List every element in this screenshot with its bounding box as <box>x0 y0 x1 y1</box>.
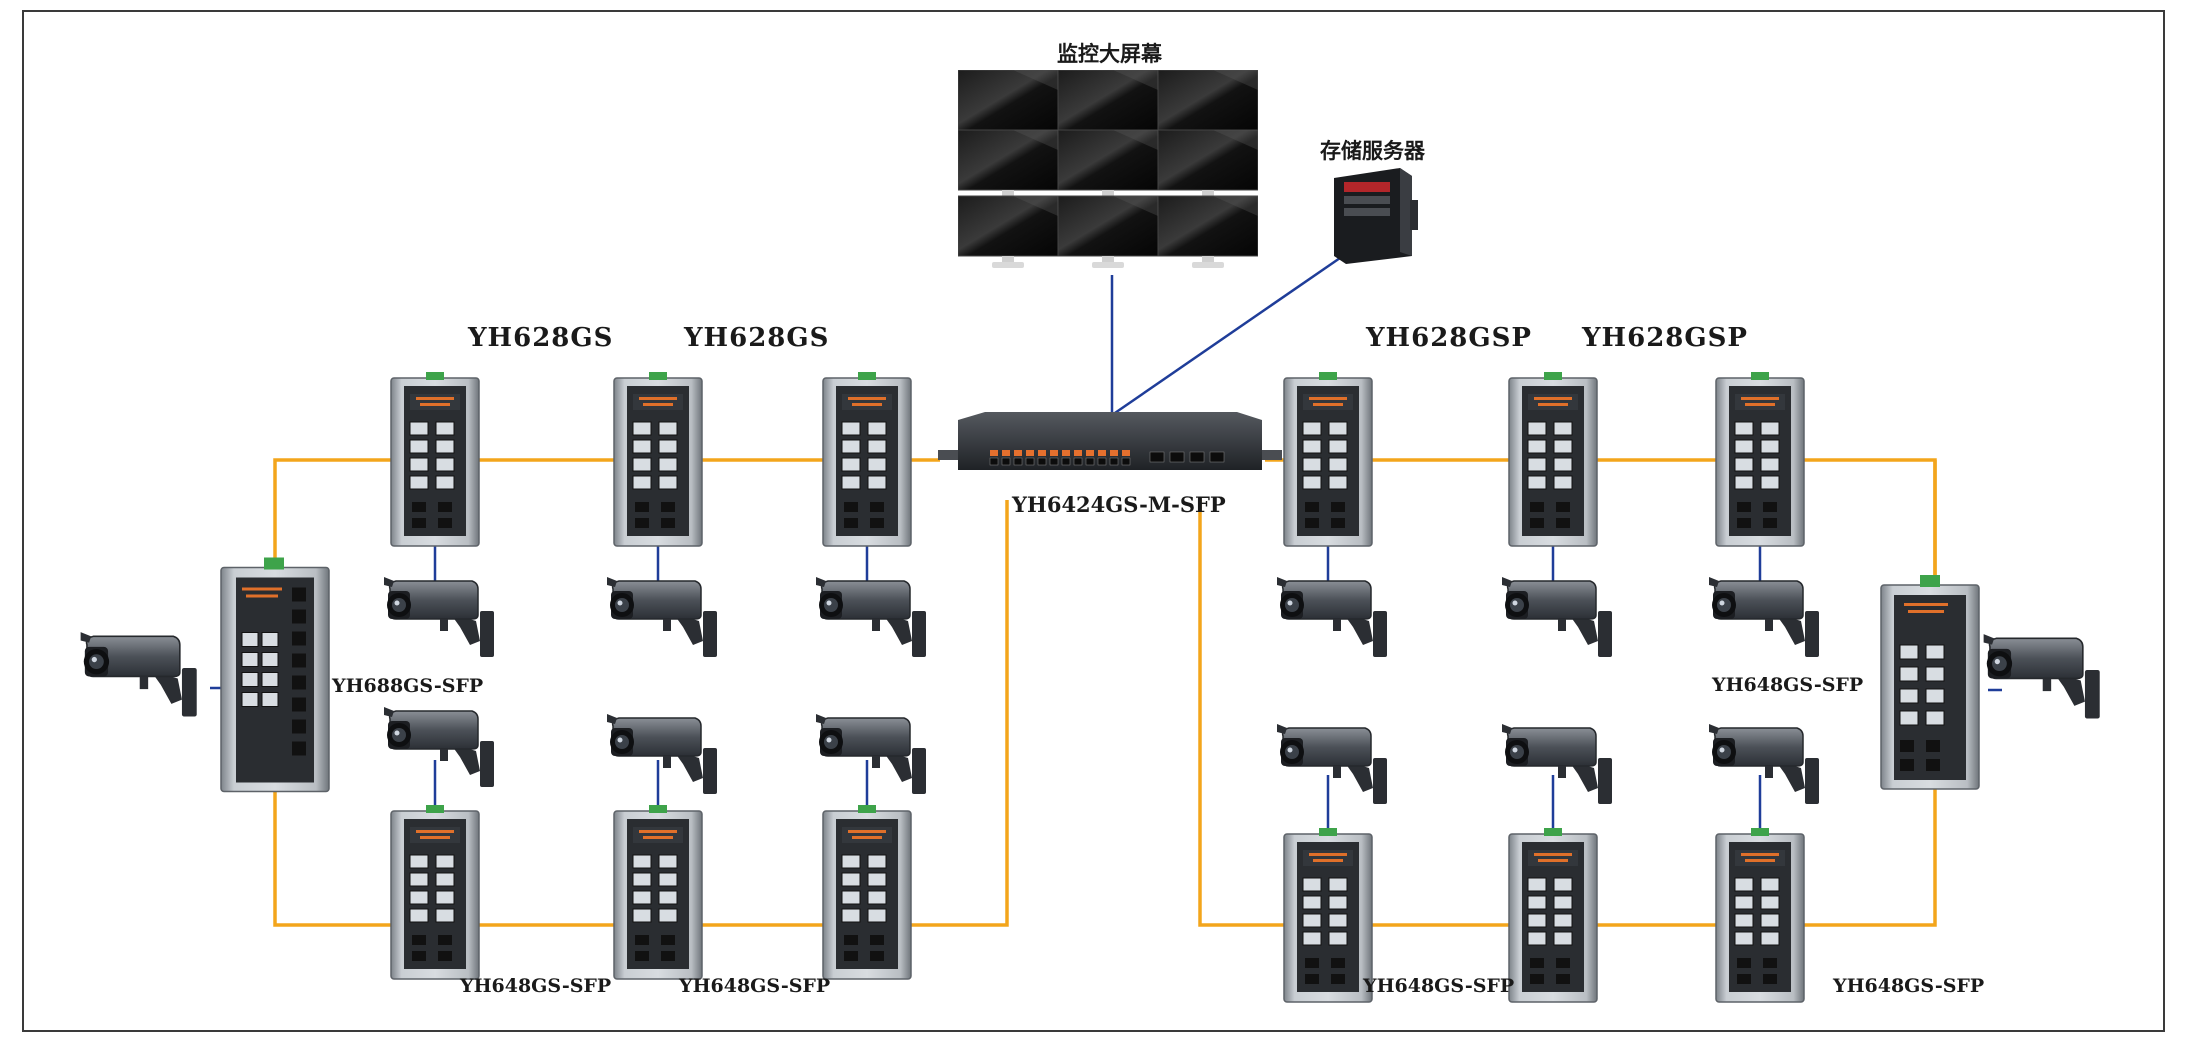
server-icon <box>1334 168 1418 264</box>
industrial-switch-icon <box>1283 828 1373 1003</box>
bullet-camera-icon <box>815 576 927 658</box>
core-switch-label: YH6424GS-M-SFP <box>1012 492 1226 517</box>
monitor-icon <box>1158 195 1258 269</box>
ring-link-left-top <box>273 458 940 565</box>
industrial-switch-icon <box>1508 372 1598 547</box>
industrial-switch-icon <box>613 372 703 547</box>
bottom-switch-label-2: YH648GS-SFP <box>679 975 831 997</box>
bullet-camera-icon <box>1501 576 1613 658</box>
industrial-switch-icon <box>822 805 912 980</box>
industrial-switch-icon <box>220 556 330 793</box>
bottom-switch-row <box>390 805 1805 1003</box>
industrial-switch-icon <box>390 805 480 980</box>
ring-link-right-top <box>1265 458 1937 585</box>
bottom-switch-label-4: YH648GS-SFP <box>1833 975 1985 997</box>
bullet-camera-icon <box>1276 576 1388 658</box>
industrial-switch-icon <box>1715 372 1805 547</box>
monitor-icon <box>1058 195 1158 269</box>
bullet-camera-icon <box>1501 723 1613 805</box>
industrial-switch-icon <box>1715 828 1805 1003</box>
industrial-switch-icon <box>613 805 703 980</box>
bullet-camera-icon <box>1276 723 1388 805</box>
industrial-switch-icon <box>390 372 480 547</box>
monitor-icon <box>958 195 1058 269</box>
storage-server-label: 存储服务器 <box>1320 138 1425 163</box>
bottom-switch-label-3: YH648GS-SFP <box>1363 975 1515 997</box>
group-label-yh628gsp-1: YH628GSP <box>1366 323 1532 353</box>
monitor-icon <box>1058 130 1158 203</box>
group-label-yh628gs-1: YH628GS <box>468 323 614 353</box>
rack-switch-icon <box>938 412 1282 470</box>
industrial-switch-icon <box>822 372 912 547</box>
video-wall-label: 监控大屏幕 <box>1057 41 1162 66</box>
monitor-icon <box>1158 130 1258 203</box>
bullet-camera-icon <box>383 706 495 788</box>
industrial-switch-icon <box>1508 828 1598 1003</box>
bullet-camera-icon <box>815 713 927 795</box>
group-label-yh628gs-2: YH628GS <box>684 323 830 353</box>
right-edge-switch-label: YH648GS-SFP <box>1712 674 1864 696</box>
ring-links <box>273 458 1937 927</box>
industrial-switch-icon <box>1880 575 1980 790</box>
bullet-camera-icon <box>606 576 718 658</box>
monitor-icon <box>958 130 1058 203</box>
left-edge-switch-label: YH688GS-SFP <box>332 675 484 697</box>
bullet-camera-icon <box>383 576 495 658</box>
uplinks <box>210 256 2002 830</box>
industrial-switch-icon <box>1283 372 1373 547</box>
bullet-camera-icon <box>1708 576 1820 658</box>
video-wall <box>958 70 1258 269</box>
bullet-camera-icon <box>1708 723 1820 805</box>
bullet-camera-icon <box>606 713 718 795</box>
diagram-frame <box>22 10 2165 1032</box>
bullet-camera-icon <box>1982 633 2101 720</box>
uplink-storage-server <box>1111 256 1341 417</box>
bottom-switch-label-1: YH648GS-SFP <box>460 975 612 997</box>
bullet-camera-icon <box>79 631 198 718</box>
group-label-yh628gsp-2: YH628GSP <box>1582 323 1748 353</box>
